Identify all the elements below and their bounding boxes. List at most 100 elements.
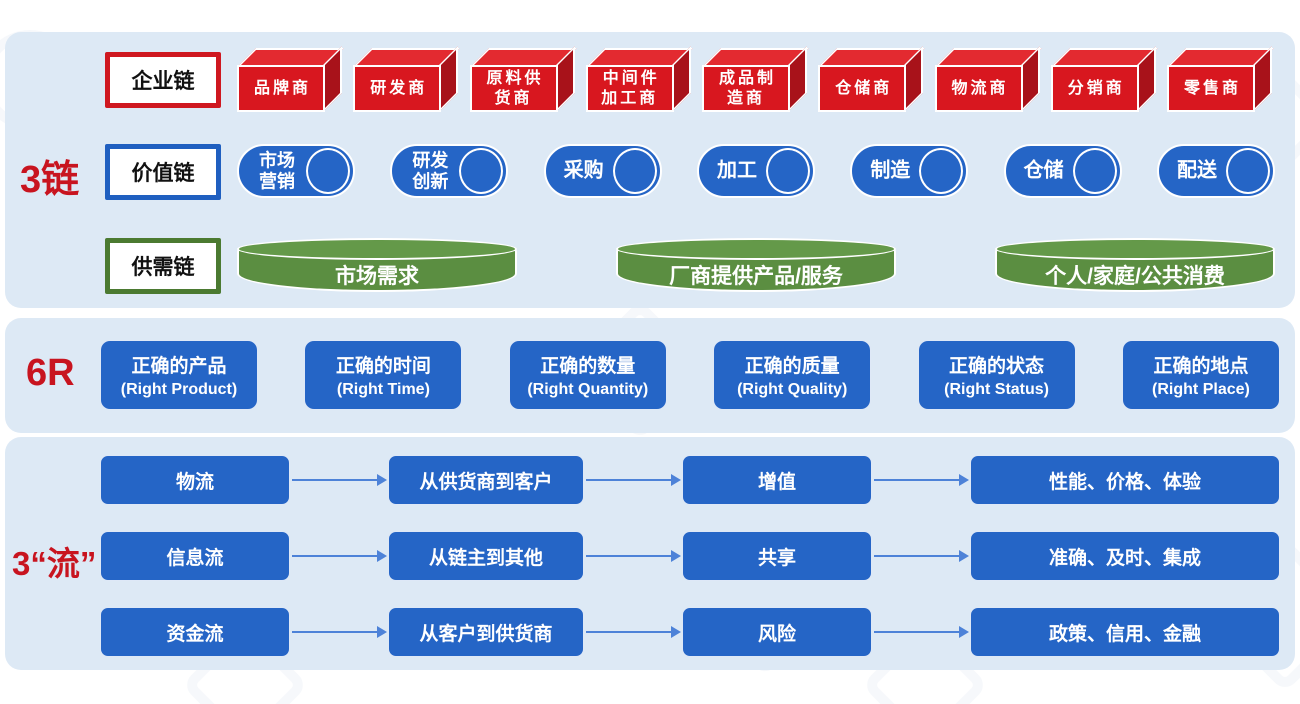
value-cylinder-text: 采购	[563, 159, 604, 182]
value-cylinder: 配送	[1156, 144, 1275, 198]
disc-top-icon	[616, 238, 896, 260]
flow-cell: 信息流	[100, 531, 290, 581]
right-arrow-icon	[872, 531, 970, 581]
right-arrow-icon	[290, 607, 388, 657]
flow-cell: 从客户到供货商	[388, 607, 584, 657]
disc-top-icon	[995, 238, 1275, 260]
six-r-card: 正确的数量 (Right Quantity)	[508, 340, 667, 410]
flow-cell: 增值	[682, 455, 872, 505]
value-cylinder-text: 加工	[716, 159, 757, 182]
enterprise-box: 研发商	[353, 46, 461, 112]
six-r-row: 正确的产品 (Right Product) 正确的时间 (Right Time) 正…	[100, 340, 1280, 410]
flow-cell: 从链主到其他	[388, 531, 584, 581]
enterprise-box: 中间件 加工商	[585, 46, 694, 112]
value-cylinder-text: 仓储	[1023, 159, 1064, 182]
value-cylinder-text: 制造	[870, 159, 911, 182]
enterprise-box-text: 中间件 加工商	[601, 70, 660, 107]
supply-disc: 厂商提供产品/服务	[616, 238, 896, 292]
enterprise-chain-row: 品牌商 研发商 原料供 货商 中间件 加工商 成品制 造商 仓储商 物流商 分销…	[237, 46, 1275, 112]
value-cylinder-text: 研发 创新	[412, 150, 449, 191]
enterprise-box-text: 分销商	[1067, 79, 1125, 97]
value-cylinder: 制造	[850, 144, 969, 198]
enterprise-box: 零售商	[1167, 46, 1275, 112]
supply-disc-text: 市场需求	[335, 265, 419, 288]
value-chain-row: 市场 营销 研发 创新 采购 加工 制造 仓储 配送	[237, 144, 1275, 198]
value-cylinder: 采购	[543, 144, 662, 198]
right-arrow-icon	[584, 455, 682, 505]
value-chain-label: 价值链	[105, 144, 221, 200]
cylinder-cap-icon	[612, 148, 657, 194]
six-r-card: 正确的地点 (Right Place)	[1121, 340, 1280, 410]
supply-demand-chain-row: 市场需求 厂商提供产品/服务 个人/家庭/公共消费	[237, 238, 1275, 292]
flow-row-capital: 资金流 从客户到供货商 风险 政策、信用、金融	[100, 607, 1280, 657]
cylinder-cap-icon	[459, 148, 504, 194]
six-r-card-en: (Right Quality)	[737, 381, 848, 398]
six-r-card: 正确的质量(Right Quality)	[713, 340, 872, 410]
six-r-card-zh: 正确的时间	[335, 356, 431, 377]
flow-cell: 资金流	[100, 607, 290, 657]
enterprise-box-text: 物流商	[951, 79, 1009, 97]
six-r-card-en: (Right Quantity)	[527, 381, 649, 398]
flow-cell: 物流	[100, 455, 290, 505]
cylinder-cap-icon	[1072, 148, 1117, 194]
flow-row-logistics: 物流 从供货商到客户 增值 性能、价格、体验	[100, 455, 1280, 505]
supply-disc-text: 个人/家庭/公共消费	[1045, 265, 1225, 288]
enterprise-box: 分销商	[1050, 46, 1159, 112]
six-r-card-zh: 正确的数量	[540, 356, 636, 377]
cylinder-cap-icon	[306, 148, 350, 194]
enterprise-box-text: 品牌商	[253, 79, 311, 97]
section-label-three-flows: 3“流”	[12, 545, 97, 582]
enterprise-box: 成品制 造商	[702, 46, 810, 112]
six-r-card-en: (Right Product)	[120, 381, 238, 398]
supply-disc: 个人/家庭/公共消费	[995, 238, 1275, 292]
section-label-three-chains: 3链	[20, 159, 80, 201]
section-label-six-r: 6R	[26, 352, 75, 394]
six-r-card-zh: 正确的地点	[1153, 356, 1249, 377]
enterprise-chain-label: 企业链	[105, 52, 221, 108]
enterprise-box: 原料供 货商	[469, 46, 578, 112]
enterprise-box-text: 零售商	[1183, 79, 1241, 97]
right-arrow-icon	[584, 607, 682, 657]
disc-top-icon	[237, 238, 517, 260]
flow-cell: 政策、信用、金融	[970, 607, 1280, 657]
enterprise-box: 物流商	[934, 46, 1043, 112]
six-r-card-en: (Right Time)	[336, 381, 430, 398]
cylinder-cap-icon	[1225, 148, 1270, 194]
value-cylinder: 研发 创新	[390, 144, 509, 198]
enterprise-box: 品牌商	[237, 46, 345, 112]
right-arrow-icon	[584, 531, 682, 581]
right-arrow-icon	[290, 455, 388, 505]
right-arrow-icon	[872, 607, 970, 657]
supply-disc-text: 厂商提供产品/服务	[669, 265, 843, 288]
cylinder-cap-icon	[765, 148, 810, 194]
flow-cell: 准确、及时、集成	[970, 531, 1280, 581]
right-arrow-icon	[872, 455, 970, 505]
value-cylinder: 市场 营销	[237, 144, 355, 198]
enterprise-box-text: 仓储商	[835, 79, 893, 97]
flow-cell: 性能、价格、体验	[970, 455, 1280, 505]
flow-cell: 从供货商到客户	[388, 455, 584, 505]
enterprise-chain-label-text: 企业链	[131, 70, 195, 93]
flow-row-information: 信息流 从链主到其他 共享 准确、及时、集成	[100, 531, 1280, 581]
six-r-card-en: (Right Place)	[1152, 381, 1250, 398]
six-r-card-en: (Right Status)	[944, 381, 1049, 398]
value-cylinder: 仓储	[1003, 144, 1122, 198]
supply-demand-chain-label: 供需链	[105, 238, 221, 294]
six-r-card-zh: 正确的状态	[949, 356, 1045, 377]
six-r-card-zh: 正确的产品	[131, 356, 227, 377]
value-cylinder-text: 配送	[1176, 159, 1217, 182]
cylinder-cap-icon	[919, 148, 964, 194]
six-r-card: 正确的时间 (Right Time)	[304, 340, 463, 410]
enterprise-box-text: 原料供 货商	[486, 70, 544, 107]
enterprise-box: 仓储商	[818, 46, 926, 112]
flow-cell: 风险	[682, 607, 872, 657]
six-r-card: 正确的状态 (Right Status)	[917, 340, 1076, 410]
panel-three-chains: 企业链 品牌商 研发商 原料供 货商 中间件 加工商 成品制 造商 仓储商 物流…	[5, 32, 1295, 308]
six-r-card: 正确的产品 (Right Product)	[100, 340, 258, 410]
enterprise-box-text: 研发商	[370, 79, 428, 97]
value-cylinder-text: 市场 营销	[259, 150, 295, 191]
value-cylinder: 加工	[696, 144, 815, 198]
flow-cell: 共享	[682, 531, 872, 581]
supply-demand-chain-label-text: 供需链	[131, 256, 195, 279]
